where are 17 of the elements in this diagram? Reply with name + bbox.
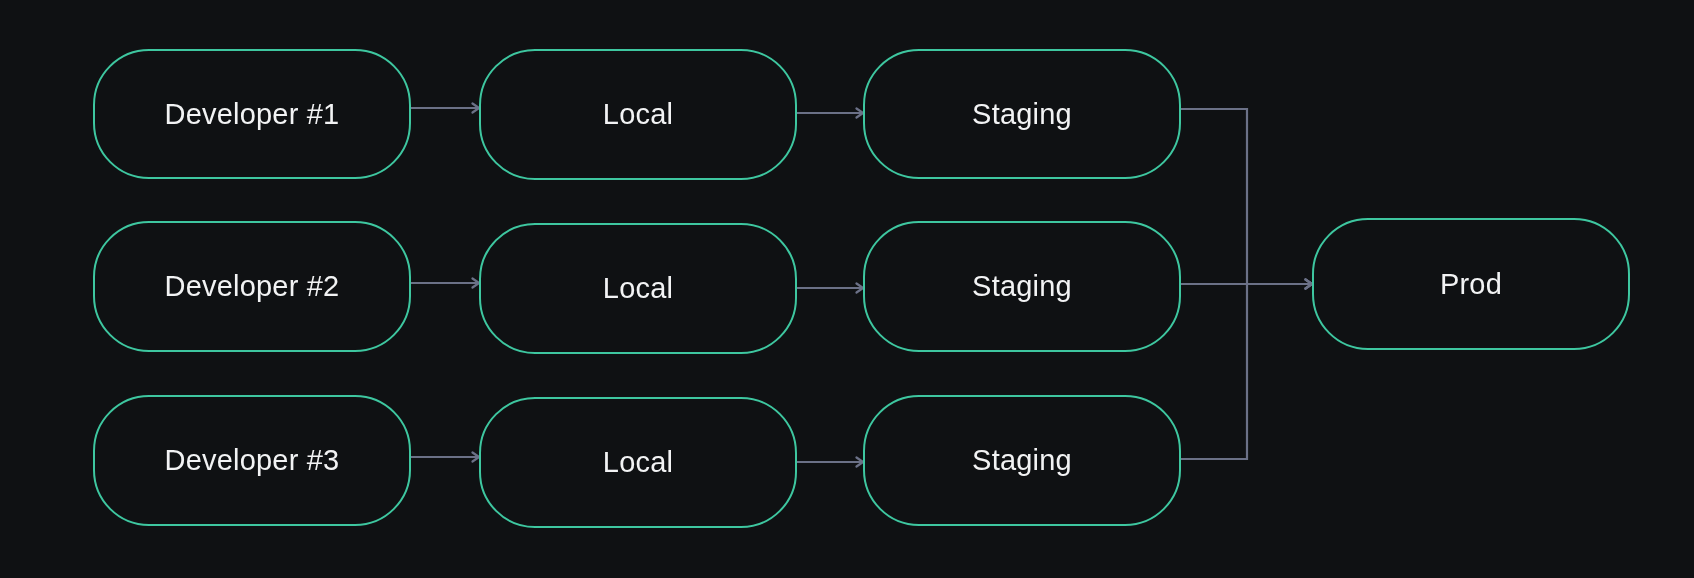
- node-label: Developer #3: [164, 444, 340, 477]
- node-label: Local: [602, 272, 674, 305]
- node-label: Prod: [1439, 267, 1503, 301]
- node-label: Developer #1: [164, 97, 340, 131]
- node-label: Local: [602, 98, 674, 131]
- arrow: [1181, 278, 1314, 461]
- arrow: [411, 451, 481, 463]
- node-label: Staging: [972, 97, 1072, 131]
- arrow: [411, 102, 481, 114]
- arrow: [411, 277, 481, 289]
- node-label: Staging: [972, 270, 1072, 303]
- node-label: Local: [602, 446, 674, 479]
- node-label: Staging: [972, 444, 1072, 477]
- node-label: Developer #2: [164, 270, 340, 303]
- arrow: [797, 282, 865, 294]
- arrow: [797, 107, 865, 119]
- arrow: [797, 456, 865, 468]
